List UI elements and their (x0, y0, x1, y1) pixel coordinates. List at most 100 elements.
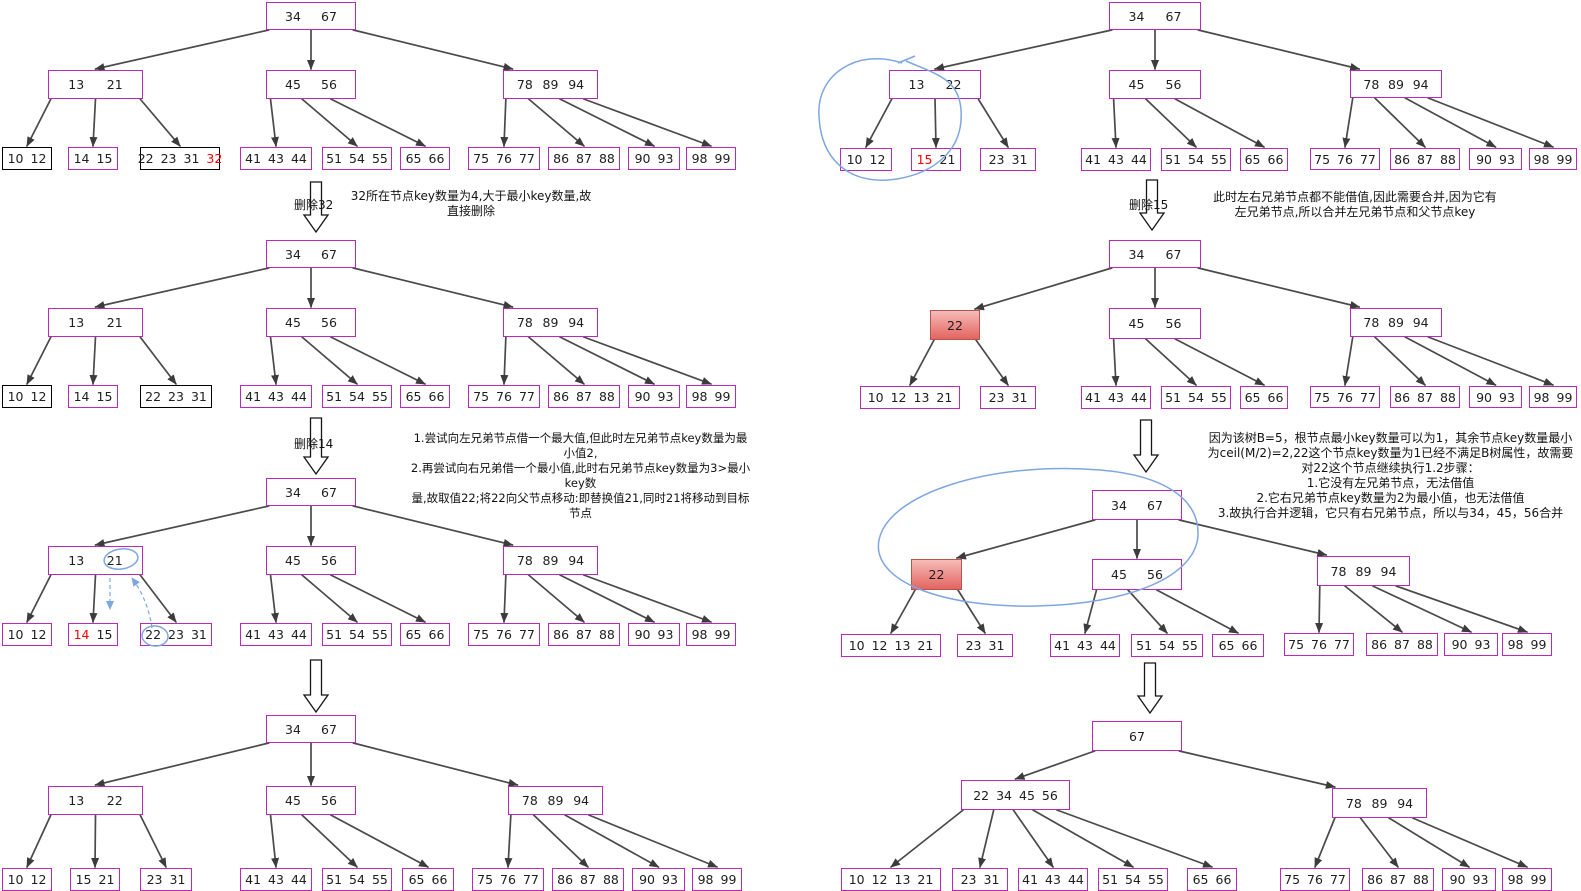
tree-edge-arrow (94, 267, 270, 309)
node-key: 32 (206, 151, 223, 166)
tree-edge-arrow (582, 98, 712, 147)
node-key: 31 (1011, 152, 1028, 167)
node-key: 87 (1417, 389, 1433, 405)
note-line: 3.故执行合并逻辑，它只有右兄弟节点，所以与34，45，56合并 (1217, 506, 1564, 520)
node-key: 54 (1188, 390, 1204, 405)
delete-15-label: 删除15 (1129, 198, 1169, 212)
node-key: 34 (285, 484, 301, 500)
node-key: 45 (1128, 316, 1145, 331)
tree-edge-arrow (139, 336, 177, 385)
node-key: 89 (1388, 76, 1404, 92)
node-key: 10 (848, 638, 865, 653)
node-key: 56 (1165, 77, 1182, 92)
node-key: 65 (1218, 638, 1235, 653)
tree-edge-arrow (1373, 97, 1426, 148)
node-key: 54 (349, 151, 365, 166)
node-key: 12 (871, 872, 888, 887)
tree-edge-arrow (564, 814, 660, 868)
tree-edge-arrow (1395, 585, 1528, 633)
node-key: 13 (68, 315, 85, 330)
node-key: 78 (516, 315, 533, 330)
node-key: 23 (965, 638, 982, 653)
node-key: 54 (1125, 872, 1141, 887)
tree-edge-arrow (500, 98, 509, 147)
tree-edge-arrow (1359, 817, 1399, 868)
node-key: 23 (988, 390, 1005, 405)
node-key: 10 (848, 872, 865, 887)
node-key: 44 (1099, 638, 1116, 653)
node-key: 67 (1129, 728, 1145, 744)
node-key: 66 (1267, 152, 1284, 167)
node-key: 65 (405, 151, 422, 166)
tree-edge-arrow (301, 814, 358, 868)
node-key: 56 (321, 315, 337, 330)
node-key: 31 (983, 872, 1000, 887)
node-key: 65 (408, 872, 425, 887)
tree-edge-arrow (139, 814, 167, 868)
tree-edge-arrow (500, 574, 509, 623)
btree-node-right-step2-n22: 22 (930, 310, 980, 340)
node-key: 45 (285, 793, 301, 808)
node-key: 12 (30, 151, 47, 166)
tree-edge-arrow (1032, 809, 1134, 868)
node-key: 66 (1241, 638, 1258, 653)
node-key: 94 (568, 553, 585, 568)
node-key: 13 (68, 77, 85, 92)
tree-edge-arrow (1111, 98, 1120, 148)
node-key: 13 (913, 390, 930, 405)
tree-edge-arrow (1174, 98, 1265, 148)
node-key: 43 (268, 627, 284, 642)
node-key: 93 (657, 627, 674, 642)
node-key: 12 (30, 627, 47, 642)
node-key: 94 (568, 77, 585, 92)
node-key: 78 (1363, 76, 1380, 92)
node-key: 88 (602, 872, 619, 887)
step-down-arrow (1132, 419, 1160, 474)
node-key: 93 (1499, 389, 1515, 405)
node-key: 14 (73, 389, 90, 404)
node-key: 76 (500, 872, 516, 887)
node-key: 31 (190, 627, 207, 642)
node-key: 90 (1476, 151, 1492, 167)
node-key: 23 (168, 627, 184, 642)
node-key: 43 (1108, 152, 1124, 167)
node-key: 77 (518, 389, 535, 404)
node-key: 10 (7, 872, 24, 887)
node-key: 67 (1147, 497, 1163, 513)
tree-edge-arrow (934, 29, 1113, 71)
node-key: 99 (714, 627, 731, 642)
node-key: 56 (1147, 567, 1163, 582)
node-key: 22 (106, 793, 123, 808)
node-key: 99 (720, 872, 737, 887)
btree-node-right-step4-r: 67 (1092, 721, 1182, 751)
node-key: 89 (1355, 563, 1372, 579)
node-key: 56 (321, 77, 337, 92)
tree-edge-arrow (1371, 585, 1472, 633)
node-key: 22 (137, 151, 154, 166)
node-key: 78 (521, 793, 538, 808)
